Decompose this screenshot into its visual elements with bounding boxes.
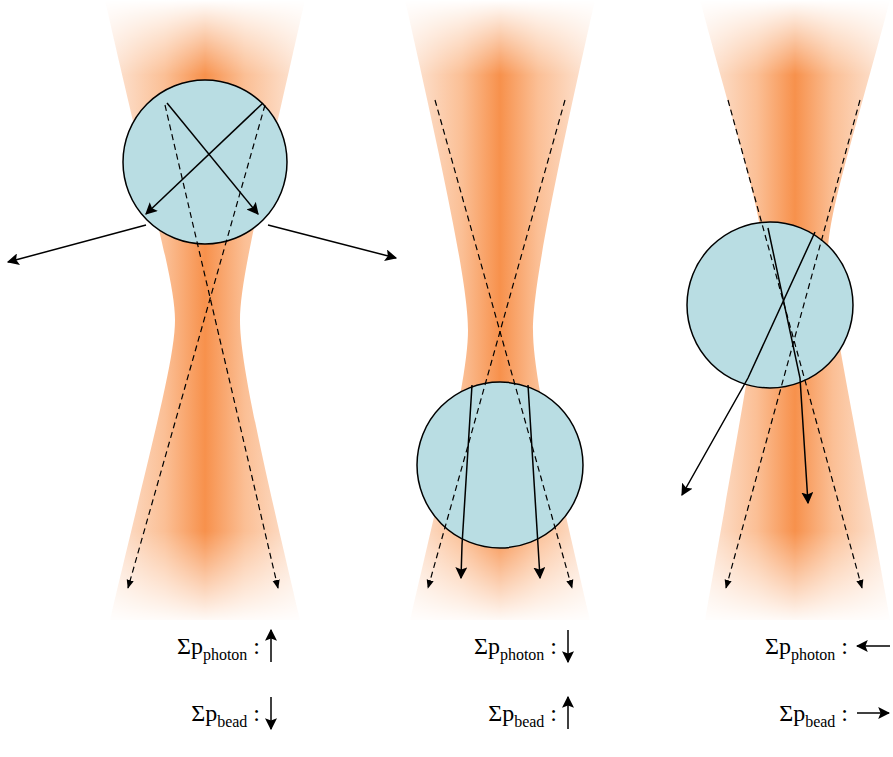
refracted-ray	[268, 225, 396, 258]
momentum-arrow	[857, 712, 889, 714]
undeflected-ray	[728, 100, 862, 588]
momentum-subscript: bead	[514, 713, 544, 730]
bead	[123, 80, 287, 244]
momentum-subscript: photon	[791, 646, 835, 663]
momentum-arrow	[567, 697, 569, 729]
bead	[687, 222, 853, 388]
laser-beam	[405, 0, 595, 620]
refracted-ray	[768, 228, 808, 503]
label-colon: :	[550, 700, 557, 726]
momentum-symbol: Σp	[765, 633, 791, 659]
momentum-symbol: Σp	[177, 633, 203, 659]
undeflected-ray	[428, 100, 565, 588]
momentum-arrow	[567, 630, 569, 662]
momentum-subscript: photon	[500, 646, 544, 663]
momentum-subscript: photon	[203, 646, 247, 663]
label-colon: :	[550, 633, 557, 659]
refracted-ray	[461, 385, 472, 578]
momentum-label: Σpbead:	[779, 699, 848, 730]
refracted-ray	[682, 232, 815, 495]
undeflected-ray	[726, 100, 860, 588]
label-colon: :	[841, 633, 848, 659]
momentum-label: Σpbead:	[191, 699, 260, 730]
refracted-ray	[528, 385, 540, 578]
refracted-ray	[146, 103, 263, 214]
momentum-arrow	[857, 645, 890, 647]
undeflected-ray	[165, 105, 278, 588]
momentum-arrow	[270, 630, 272, 662]
momentum-label: Σpphoton:	[177, 632, 260, 663]
undeflected-ray	[128, 105, 265, 588]
momentum-symbol: Σp	[779, 700, 805, 726]
label-colon: :	[253, 700, 260, 726]
momentum-label: Σpbead:	[488, 699, 557, 730]
laser-beam	[105, 0, 305, 620]
momentum-subscript: bead	[805, 713, 835, 730]
momentum-symbol: Σp	[488, 700, 514, 726]
bead	[417, 382, 583, 548]
label-colon: :	[841, 700, 848, 726]
refracted-ray	[8, 225, 146, 262]
momentum-symbol: Σp	[474, 633, 500, 659]
label-colon: :	[253, 633, 260, 659]
momentum-subscript: bead	[217, 713, 247, 730]
refracted-ray	[167, 103, 258, 214]
momentum-label: Σpphoton:	[474, 632, 557, 663]
momentum-label: Σpphoton:	[765, 632, 848, 663]
momentum-symbol: Σp	[191, 700, 217, 726]
undeflected-ray	[435, 100, 572, 588]
momentum-arrow	[270, 697, 272, 729]
